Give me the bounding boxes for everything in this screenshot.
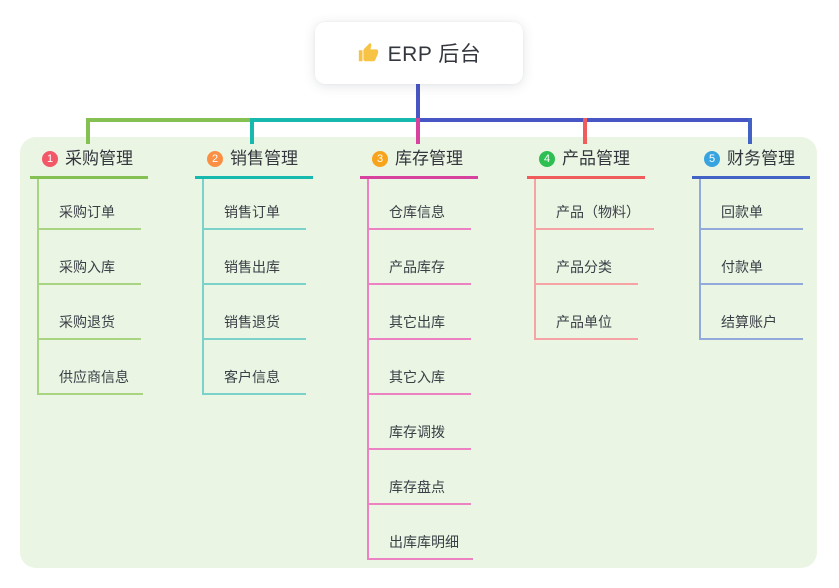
node-product-stock[interactable]: 产品库存 — [369, 230, 471, 285]
branch-title: 销售管理 — [230, 149, 298, 168]
branch-header-product[interactable]: 4 产品管理 — [527, 148, 645, 179]
node-stock-taking[interactable]: 库存盘点 — [369, 450, 471, 505]
node-customer-info[interactable]: 客户信息 — [204, 340, 306, 395]
root-node-erp-backend[interactable]: ERP 后台 — [315, 22, 523, 84]
branch-title: 财务管理 — [727, 149, 795, 168]
branch-title: 产品管理 — [562, 149, 630, 168]
branch-title: 采购管理 — [65, 149, 133, 168]
branch-product: 4 产品管理 产品（物料） 产品分类 产品单位 — [527, 148, 654, 340]
branch-children-product: 产品（物料） 产品分类 产品单位 — [534, 179, 654, 340]
branch-title: 库存管理 — [395, 149, 463, 168]
branch-index-badge: 1 — [42, 151, 58, 167]
bus-segment-purchase — [86, 118, 252, 122]
branch-children-purchase: 采购订单 采购入库 采购退货 供应商信息 — [37, 179, 143, 395]
branch-purchase: 1 采购管理 采购订单 采购入库 采购退货 供应商信息 — [30, 148, 148, 395]
node-receipt-bill[interactable]: 回款单 — [701, 179, 803, 230]
node-product-material[interactable]: 产品（物料） — [536, 179, 654, 230]
node-sales-outbound[interactable]: 销售出库 — [204, 230, 306, 285]
node-purchase-inbound[interactable]: 采购入库 — [39, 230, 141, 285]
branch-index-badge: 5 — [704, 151, 720, 167]
branch-header-sales[interactable]: 2 销售管理 — [195, 148, 313, 179]
drop-line-purchase — [86, 118, 90, 144]
node-stock-transfer[interactable]: 库存调拨 — [369, 395, 471, 450]
node-payment-bill[interactable]: 付款单 — [701, 230, 803, 285]
branch-inventory: 3 库存管理 仓库信息 产品库存 其它出库 其它入库 库存调拨 库存盘点 出库库… — [360, 148, 478, 560]
branch-children-sales: 销售订单 销售出库 销售退货 客户信息 — [202, 179, 306, 395]
root-node-label: ERP 后台 — [387, 43, 482, 66]
branch-header-inventory[interactable]: 3 库存管理 — [360, 148, 478, 179]
bus-segment-sales — [252, 118, 418, 122]
branch-children-finance: 回款单 付款单 结算账户 — [699, 179, 803, 340]
node-product-category[interactable]: 产品分类 — [536, 230, 638, 285]
branch-index-badge: 3 — [372, 151, 388, 167]
node-sales-order[interactable]: 销售订单 — [204, 179, 306, 230]
node-product-unit[interactable]: 产品单位 — [536, 285, 638, 340]
node-outbound-detail[interactable]: 出库库明细 — [369, 505, 473, 560]
root-trunk-line — [416, 84, 420, 120]
thumbs-up-icon — [358, 42, 378, 62]
drop-line-inventory — [416, 118, 420, 144]
node-other-outbound[interactable]: 其它出库 — [369, 285, 471, 340]
drop-line-sales — [250, 118, 254, 144]
branch-index-badge: 2 — [207, 151, 223, 167]
branch-finance: 5 财务管理 回款单 付款单 结算账户 — [692, 148, 810, 340]
node-other-inbound[interactable]: 其它入库 — [369, 340, 471, 395]
drop-line-product — [583, 118, 587, 144]
branch-header-purchase[interactable]: 1 采购管理 — [30, 148, 148, 179]
branches-background-panel — [20, 137, 817, 568]
drop-line-finance — [748, 118, 752, 144]
branch-index-badge: 4 — [539, 151, 555, 167]
node-purchase-order[interactable]: 采购订单 — [39, 179, 141, 230]
branch-sales: 2 销售管理 销售订单 销售出库 销售退货 客户信息 — [195, 148, 313, 395]
node-settlement-account[interactable]: 结算账户 — [701, 285, 803, 340]
branch-children-inventory: 仓库信息 产品库存 其它出库 其它入库 库存调拨 库存盘点 出库库明细 — [367, 179, 473, 560]
node-supplier-info[interactable]: 供应商信息 — [39, 340, 143, 395]
node-purchase-return[interactable]: 采购退货 — [39, 285, 141, 340]
node-warehouse-info[interactable]: 仓库信息 — [369, 179, 471, 230]
node-sales-return[interactable]: 销售退货 — [204, 285, 306, 340]
branch-header-finance[interactable]: 5 财务管理 — [692, 148, 810, 179]
